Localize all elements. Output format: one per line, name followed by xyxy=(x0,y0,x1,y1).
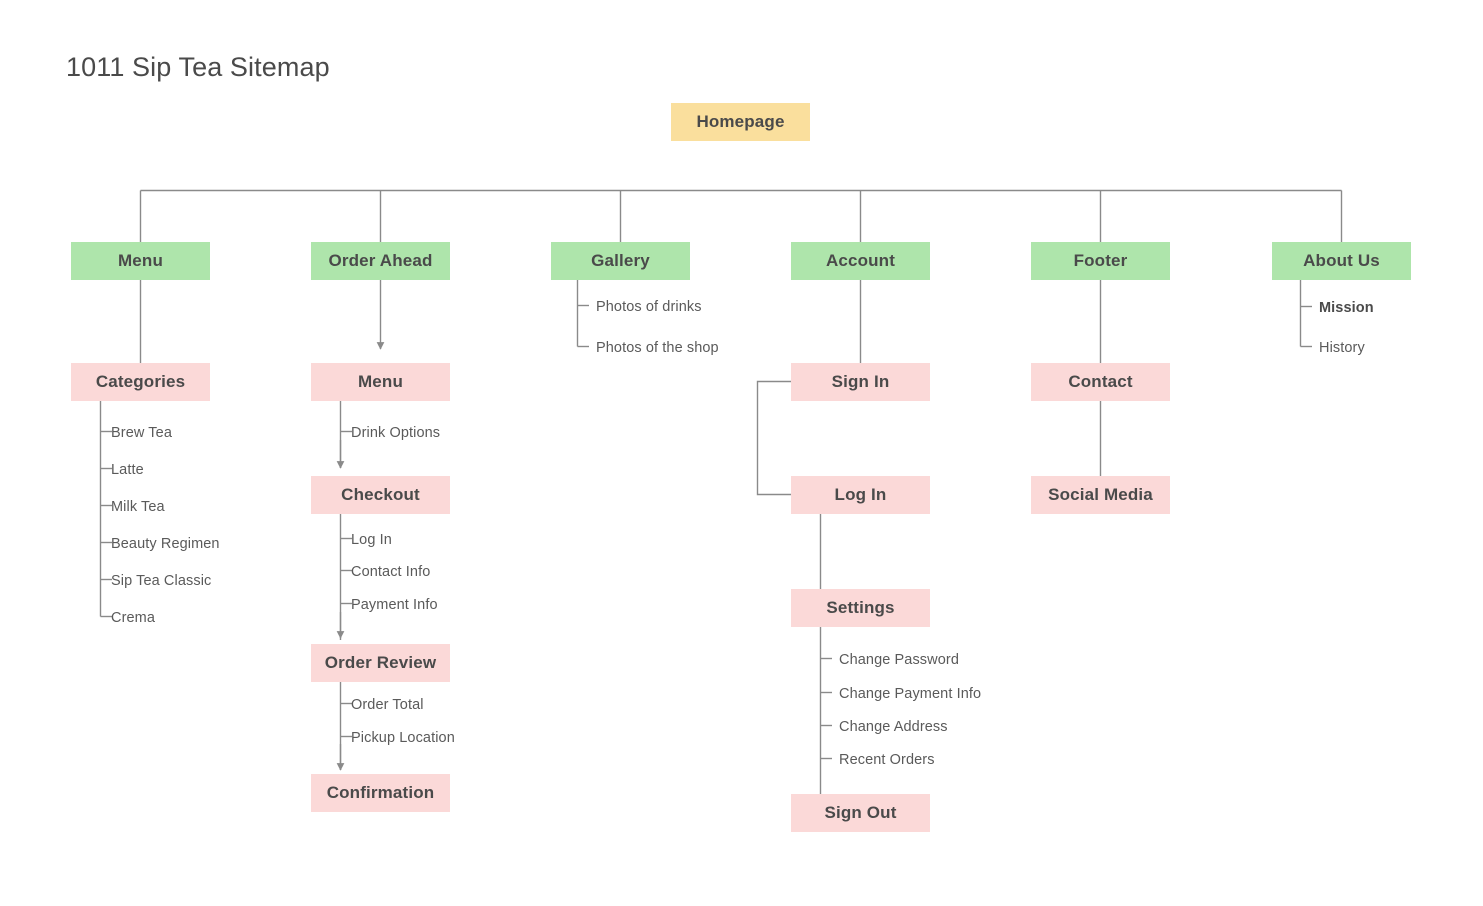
leaf-checkout-log-in[interactable]: Log In xyxy=(351,532,392,548)
node-confirmation-label: Confirmation xyxy=(326,783,435,802)
leaf-photos-of-the-shop[interactable]: Photos of the shop xyxy=(596,340,719,356)
node-about-us-label: About Us xyxy=(1303,251,1380,270)
wire-sign-in-to-log-in xyxy=(756,380,792,496)
node-categories[interactable]: Categories xyxy=(71,363,210,401)
leaf-change-address[interactable]: Change Address xyxy=(839,719,948,735)
leaf-photos-of-drinks[interactable]: Photos of drinks xyxy=(596,299,702,315)
node-account-label: Account xyxy=(825,251,896,270)
leaf-pickup-location[interactable]: Pickup Location xyxy=(351,730,455,746)
node-about-us[interactable]: About Us xyxy=(1272,242,1411,280)
leaf-recent-orders[interactable]: Recent Orders xyxy=(839,752,935,768)
node-footer[interactable]: Footer xyxy=(1031,242,1170,280)
node-social-media[interactable]: Social Media xyxy=(1031,476,1170,514)
node-gallery-label: Gallery xyxy=(591,251,650,270)
node-order-menu[interactable]: Menu xyxy=(311,363,450,401)
leaf-milk-tea[interactable]: Milk Tea xyxy=(111,499,165,515)
node-gallery[interactable]: Gallery xyxy=(551,242,690,280)
node-account[interactable]: Account xyxy=(791,242,930,280)
node-order-ahead-label: Order Ahead xyxy=(328,251,433,270)
leaf-beauty-regimen[interactable]: Beauty Regimen xyxy=(111,536,220,552)
leaf-sip-tea-classic[interactable]: Sip Tea Classic xyxy=(111,573,212,589)
node-settings[interactable]: Settings xyxy=(791,589,930,627)
node-sign-out[interactable]: Sign Out xyxy=(791,794,930,832)
node-sign-in[interactable]: Sign In xyxy=(791,363,930,401)
node-contact-label: Contact xyxy=(1068,372,1133,391)
node-contact[interactable]: Contact xyxy=(1031,363,1170,401)
node-log-in-label: Log In xyxy=(834,485,887,504)
node-checkout[interactable]: Checkout xyxy=(311,476,450,514)
leaf-latte[interactable]: Latte xyxy=(111,462,144,478)
node-checkout-label: Checkout xyxy=(341,485,420,504)
leaf-change-password[interactable]: Change Password xyxy=(839,652,959,668)
leaf-mission[interactable]: Mission xyxy=(1319,300,1374,316)
node-sign-out-label: Sign Out xyxy=(824,803,897,822)
node-sign-in-label: Sign In xyxy=(831,372,890,391)
leaf-change-payment-info[interactable]: Change Payment Info xyxy=(839,686,982,702)
leaf-payment-info[interactable]: Payment Info xyxy=(351,597,438,613)
node-confirmation[interactable]: Confirmation xyxy=(311,774,450,812)
node-menu-label: Menu xyxy=(118,251,163,270)
node-order-review[interactable]: Order Review xyxy=(311,644,450,682)
node-homepage-label: Homepage xyxy=(696,112,785,131)
node-settings-label: Settings xyxy=(826,598,895,617)
node-log-in[interactable]: Log In xyxy=(791,476,930,514)
node-order-menu-label: Menu xyxy=(358,372,403,391)
node-order-ahead[interactable]: Order Ahead xyxy=(311,242,450,280)
page-title: 1011 Sip Tea Sitemap xyxy=(66,52,330,82)
leaf-history[interactable]: History xyxy=(1319,340,1365,356)
node-footer-label: Footer xyxy=(1073,251,1128,270)
leaf-crema[interactable]: Crema xyxy=(111,610,156,626)
leaf-order-total[interactable]: Order Total xyxy=(351,697,424,713)
node-homepage[interactable]: Homepage xyxy=(671,103,810,141)
node-menu[interactable]: Menu xyxy=(71,242,210,280)
leaf-brew-tea[interactable]: Brew Tea xyxy=(111,425,172,441)
leaf-contact-info[interactable]: Contact Info xyxy=(351,564,431,580)
node-order-review-label: Order Review xyxy=(324,653,437,672)
node-social-media-label: Social Media xyxy=(1048,485,1153,504)
node-categories-label: Categories xyxy=(95,372,186,391)
leaf-drink-options[interactable]: Drink Options xyxy=(351,425,441,441)
